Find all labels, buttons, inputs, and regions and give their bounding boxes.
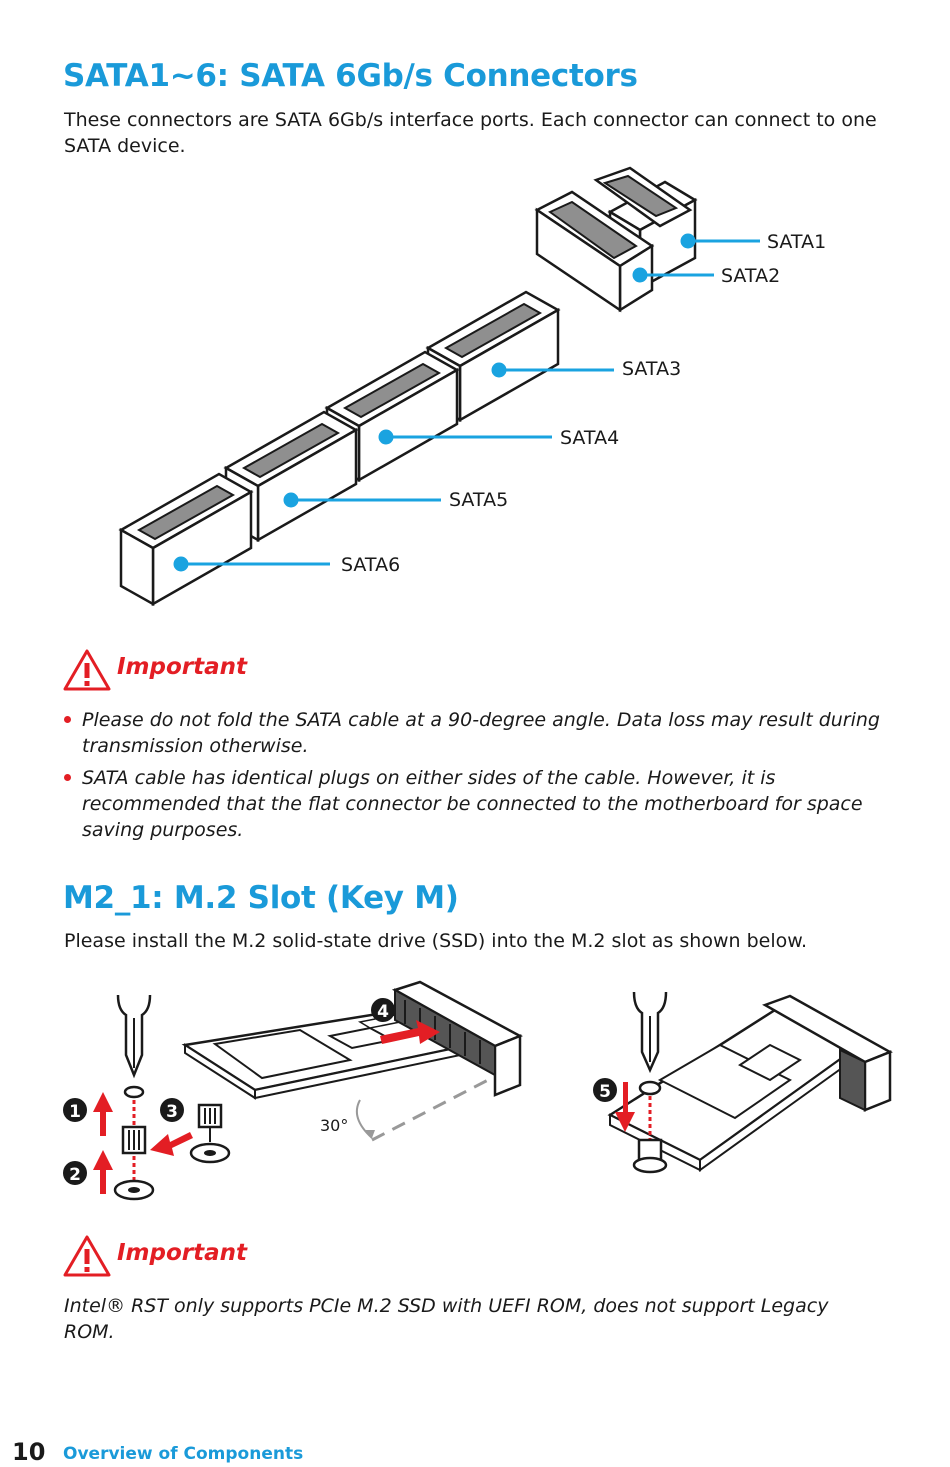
list-item: SATA cable has identical plugs on either… — [64, 765, 894, 843]
sata2-label: SATA2 — [721, 265, 780, 287]
sata-description: These connectors are SATA 6Gb/s interfac… — [64, 109, 877, 157]
sata-section-title: SATA1~6: SATA 6Gb/s Connectors — [63, 58, 638, 94]
m2-important-text: Intel® RST only supports PCIe M.2 SSD wi… — [64, 1295, 829, 1343]
note-text: SATA cable has identical plugs on either… — [82, 767, 863, 841]
important-label: Important — [117, 654, 248, 680]
sata-connectors-diagram: SATA1 SATA2 SATA3 SATA4 SATA5 SATA6 — [118, 166, 826, 607]
sata-important-list: Please do not fold the SATA cable at a 9… — [64, 707, 894, 849]
page-number: 10 — [12, 1438, 46, 1466]
m2-install-diagram: 1 2 3 4 30° — [63, 980, 893, 1201]
step-2-badge: 2 — [69, 1165, 81, 1185]
sata4-label: SATA4 — [560, 427, 619, 449]
m2-ssd-installed — [607, 994, 893, 1172]
arrow-up-icon — [93, 1092, 113, 1194]
footer-section-title: Overview of Components — [63, 1444, 304, 1464]
sata1-label: SATA1 — [767, 231, 826, 253]
sata6-label: SATA6 — [341, 554, 400, 576]
sata5-label: SATA5 — [449, 489, 508, 511]
screw-icon — [189, 1103, 231, 1164]
warning-triangle-icon — [63, 649, 111, 691]
m2-socket — [391, 980, 523, 1097]
note-text: Please do not fold the SATA cable at a 9… — [82, 709, 880, 757]
m2-ssd-board — [181, 1010, 475, 1100]
m2-section-title: M2_1: M.2 Slot (Key M) — [63, 880, 459, 916]
list-item: Please do not fold the SATA cable at a 9… — [64, 707, 894, 759]
angle-label: 30° — [320, 1116, 348, 1135]
screwdriver-icon — [632, 991, 668, 1074]
m2-description: Please install the M.2 solid-state drive… — [64, 930, 808, 952]
m2-important-heading: Important — [63, 1234, 363, 1280]
screwdriver-icon — [116, 994, 152, 1079]
sata3-label: SATA3 — [622, 358, 681, 380]
step-5-badge: 5 — [599, 1082, 611, 1102]
sata6-port — [118, 472, 254, 607]
sata-important-heading: Important — [63, 648, 363, 694]
important-label: Important — [117, 1240, 248, 1266]
step-1-badge: 1 — [69, 1102, 81, 1122]
warning-triangle-icon — [63, 1235, 111, 1277]
standoff-icon — [121, 1125, 147, 1155]
standoff-icon — [632, 1138, 668, 1174]
step-4-badge: 4 — [377, 1002, 389, 1022]
step-3-badge: 3 — [166, 1102, 178, 1122]
